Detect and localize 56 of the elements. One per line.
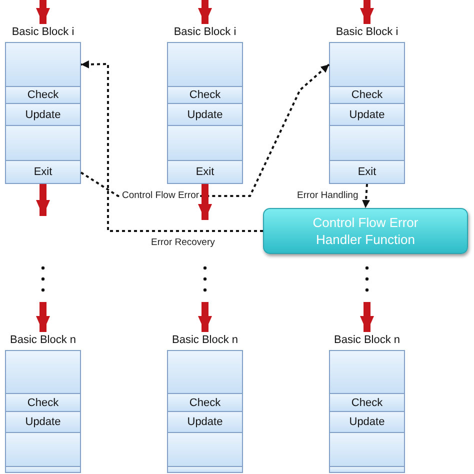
empty-block-row <box>5 433 81 467</box>
block-row: Exit <box>5 161 81 184</box>
empty-block-row <box>5 42 81 87</box>
block-row: Update <box>329 104 405 126</box>
empty-block-row <box>5 350 81 394</box>
empty-block-row <box>5 467 81 473</box>
block-arrow <box>198 302 212 332</box>
block-row: Update <box>329 412 405 433</box>
block-heading: Basic Block n <box>332 333 402 348</box>
handler-box: Control Flow Error Handler Function <box>263 208 468 254</box>
empty-block-row <box>329 467 405 473</box>
block-row: Update <box>167 104 243 126</box>
edge-label: Error Recovery <box>150 237 216 248</box>
empty-block-row <box>329 126 405 161</box>
block-row: Update <box>167 412 243 433</box>
block-heading: Basic Block i <box>334 25 400 40</box>
empty-block-row <box>167 350 243 394</box>
empty-block-row <box>5 126 81 161</box>
block-row: Check <box>167 87 243 104</box>
block-row: Check <box>167 394 243 412</box>
dashed-arrow <box>362 184 370 208</box>
basic-block <box>329 332 405 473</box>
block-arrow <box>360 302 374 332</box>
block-arrow <box>36 184 50 216</box>
block-heading: Basic Block i <box>10 25 76 40</box>
dashed-arrow <box>80 60 263 232</box>
block-heading: Basic Block n <box>170 333 240 348</box>
block-arrow <box>198 184 212 220</box>
block-arrow <box>36 302 50 332</box>
empty-block-row <box>329 350 405 394</box>
block-row: Update <box>5 104 81 126</box>
block-arrow <box>360 0 374 24</box>
edge-label: Error Handling <box>296 190 360 201</box>
empty-block-row <box>167 467 243 473</box>
basic-block <box>167 24 243 184</box>
empty-block-row <box>167 433 243 467</box>
empty-block-row <box>167 42 243 87</box>
basic-block <box>5 332 81 473</box>
block-arrow <box>36 0 50 24</box>
block-heading: Basic Block n <box>8 333 78 348</box>
empty-block-row <box>329 433 405 467</box>
block-row: Exit <box>329 161 405 184</box>
block-row: Check <box>5 394 81 412</box>
block-row: Check <box>5 87 81 104</box>
basic-block <box>167 332 243 473</box>
edge-label: Control Flow Error <box>121 190 200 201</box>
empty-block-row <box>167 126 243 161</box>
basic-block <box>329 24 405 184</box>
block-row: Check <box>329 394 405 412</box>
basic-block <box>5 24 81 184</box>
block-arrow <box>198 0 212 24</box>
block-row: Check <box>329 87 405 104</box>
block-row: Exit <box>167 161 243 184</box>
block-row: Update <box>5 412 81 433</box>
block-heading: Basic Block i <box>172 25 238 40</box>
empty-block-row <box>329 42 405 87</box>
